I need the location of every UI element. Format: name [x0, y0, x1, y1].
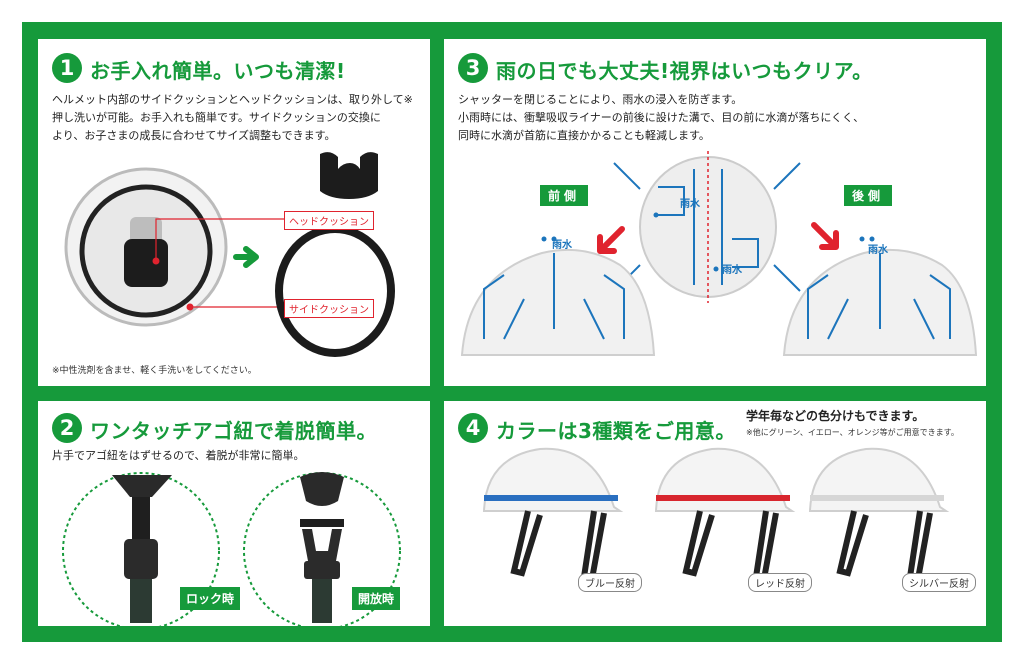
rain-flow-illustration: [460, 151, 978, 356]
side-cushion-label: サイドクッション: [284, 299, 374, 318]
back-side-label: 後側: [844, 185, 893, 206]
section-number-badge: 2: [52, 413, 82, 443]
section-number-badge: 4: [458, 413, 488, 443]
section-body: シャッターを閉じることにより、雨水の浸入を防ぎます。 小雨時には、衝撃吸収ライナ…: [458, 93, 865, 142]
section-body: 片手でアゴ紐をはずせるので、着脱が非常に簡単。: [52, 449, 305, 462]
section-title: お手入れ簡単。いつも清潔!: [90, 59, 346, 83]
color-label-silver: シルバー反射: [902, 573, 976, 592]
lock-label: ロック時: [180, 587, 241, 610]
open-label: 開放時: [352, 587, 401, 610]
rain-water-label: 雨水: [722, 265, 742, 276]
rain-water-label: 雨水: [868, 245, 888, 256]
panel-one-touch-strap: 2 ワンタッチアゴ紐で着脱簡単。 片手でアゴ紐をはずせるので、着脱が非常に簡単。…: [38, 401, 430, 626]
section-title: カラーは3種類をご用意。: [496, 419, 736, 443]
section-title: ワンタッチアゴ紐で着脱簡単。: [90, 419, 377, 443]
buckle-illustration: [62, 472, 401, 626]
panel-color-variations: 4 カラーは3種類をご用意。 学年毎などの色分けもできます。 ※他にグリーン、イ…: [444, 401, 986, 626]
rain-water-label: 雨水: [680, 199, 700, 210]
front-side-label: 前側: [540, 185, 589, 206]
care-note: ※中性洗剤を含ませ、軽く手洗いをしてください。: [52, 366, 257, 376]
panel-rain-protection: 3 雨の日でも大丈夫!視界はいつもクリア。 シャッターを閉じることにより、雨水の…: [444, 39, 986, 386]
section-body: ヘルメット内部のサイドクッションとヘッドクッションは、取り外して※ 押し洗いが可…: [52, 93, 413, 142]
section-number-badge: 3: [458, 53, 488, 83]
color-label-red: レッド反射: [748, 573, 812, 592]
section-title: 雨の日でも大丈夫!視界はいつもクリア。: [496, 59, 873, 83]
head-cushion-label: ヘッドクッション: [284, 211, 374, 230]
helmet-interior-illustration: [64, 152, 395, 357]
color-subnote: ※他にグリーン、イエロー、オレンジ等がご用意できます。: [746, 428, 959, 437]
color-subtitle: 学年毎などの色分けもできます。: [746, 409, 925, 423]
color-label-blue: ブルー反射: [578, 573, 642, 592]
section-number-badge: 1: [52, 53, 82, 83]
helmet-color-lineup: [482, 447, 950, 583]
panel-easy-care: 1 お手入れ簡単。いつも清潔! ヘルメット内部のサイドクッションとヘッドクッショ…: [38, 39, 430, 386]
rain-water-label: 雨水: [552, 240, 572, 251]
